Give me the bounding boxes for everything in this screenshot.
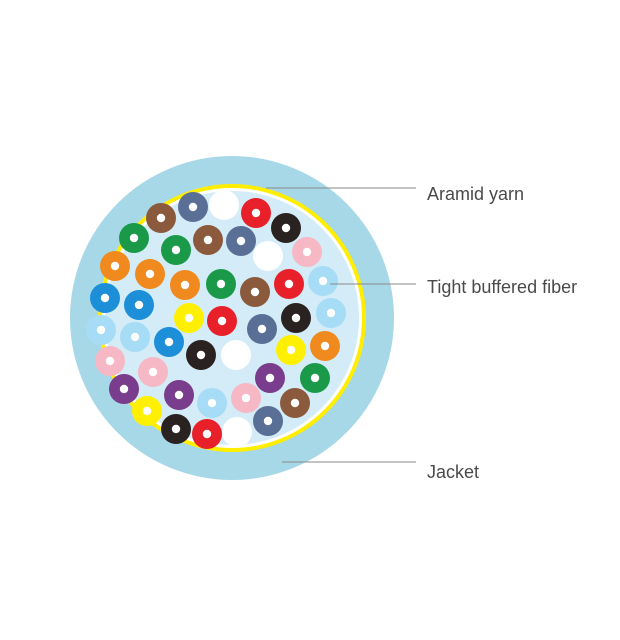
tight-buffered-fiber-red xyxy=(192,419,222,449)
filler-strand xyxy=(221,340,251,370)
fiber-core xyxy=(250,287,260,297)
fiber-core xyxy=(251,208,261,218)
fiber-core xyxy=(196,350,206,360)
fiber-core xyxy=(202,429,212,439)
fiber-core xyxy=(164,337,174,347)
fiber-core xyxy=(291,313,301,323)
tight-buffered-fiber-aqua xyxy=(316,298,346,328)
tight-buffered-fiber-red xyxy=(274,269,304,299)
tight-buffered-fiber-violet xyxy=(255,363,285,393)
tight-buffered-fiber-brown xyxy=(240,277,270,307)
fiber-core xyxy=(184,313,194,323)
fiber-core xyxy=(281,223,291,233)
fiber-core xyxy=(241,393,251,403)
fiber-core xyxy=(148,367,158,377)
fiber-core xyxy=(105,356,115,366)
tight-buffered-fiber-orange xyxy=(170,270,200,300)
fiber-core xyxy=(188,202,198,212)
tight-buffered-fiber-aqua xyxy=(86,315,116,345)
filler-strand xyxy=(253,241,283,271)
fiber-group xyxy=(86,192,346,449)
tight-buffered-fiber-rose xyxy=(292,237,322,267)
fiber-core xyxy=(180,280,190,290)
fiber-core xyxy=(236,236,246,246)
fiber-core xyxy=(171,245,181,255)
fiber-core xyxy=(286,345,296,355)
tight-buffered-fiber-slate xyxy=(253,406,283,436)
fiber-core xyxy=(217,316,227,326)
tight-buffered-fiber-label: Tight buffered fiber xyxy=(427,277,577,297)
tight-buffered-fiber-yellow xyxy=(174,303,204,333)
fiber-core xyxy=(326,308,336,318)
fiber-core xyxy=(265,373,275,383)
tight-buffered-fiber-brown xyxy=(146,203,176,233)
tight-buffered-fiber-black xyxy=(271,213,301,243)
filler-group xyxy=(209,190,283,447)
filler-strand xyxy=(209,190,239,220)
tight-buffered-fiber-black xyxy=(161,414,191,444)
aramid-yarn-label: Aramid yarn xyxy=(427,184,524,204)
fiber-core xyxy=(302,247,312,257)
tight-buffered-fiber-aqua xyxy=(120,322,150,352)
fiber-core xyxy=(142,406,152,416)
fiber-core xyxy=(318,276,328,286)
fiber-core xyxy=(257,324,267,334)
fiber-core xyxy=(174,390,184,400)
fiber-core xyxy=(119,384,129,394)
tight-buffered-fiber-green xyxy=(300,363,330,393)
tight-buffered-fiber-aqua xyxy=(308,266,338,296)
tight-buffered-fiber-orange xyxy=(310,331,340,361)
tight-buffered-fiber-blue xyxy=(90,283,120,313)
tight-buffered-fiber-orange xyxy=(135,259,165,289)
tight-buffered-fiber-black xyxy=(281,303,311,333)
fiber-core xyxy=(290,398,300,408)
fiber-core xyxy=(207,398,217,408)
tight-buffered-fiber-green xyxy=(206,269,236,299)
tight-buffered-fiber-violet xyxy=(164,380,194,410)
tight-buffered-fiber-yellow xyxy=(276,335,306,365)
tight-buffered-fiber-yellow xyxy=(132,396,162,426)
tight-buffered-fiber-green xyxy=(161,235,191,265)
fiber-core xyxy=(156,213,166,223)
tight-buffered-fiber-green xyxy=(119,223,149,253)
fiber-core xyxy=(130,332,140,342)
tight-buffered-fiber-brown xyxy=(280,388,310,418)
tight-buffered-fiber-rose xyxy=(138,357,168,387)
tight-buffered-fiber-red xyxy=(207,306,237,336)
tight-buffered-fiber-blue xyxy=(124,290,154,320)
tight-buffered-fiber-brown xyxy=(193,225,223,255)
jacket-label: Jacket xyxy=(427,462,479,482)
tight-buffered-fiber-slate xyxy=(247,314,277,344)
tight-buffered-fiber-violet xyxy=(109,374,139,404)
fiber-core xyxy=(310,373,320,383)
tight-buffered-fiber-slate xyxy=(226,226,256,256)
fiber-core xyxy=(129,233,139,243)
fiber-core xyxy=(320,341,330,351)
fiber-core xyxy=(171,424,181,434)
tight-buffered-fiber-aqua xyxy=(197,388,227,418)
tight-buffered-fiber-slate xyxy=(178,192,208,222)
fiber-core xyxy=(134,300,144,310)
tight-buffered-fiber-rose xyxy=(231,383,261,413)
fiber-core xyxy=(110,261,120,271)
fiber-core xyxy=(203,235,213,245)
tight-buffered-fiber-black xyxy=(186,340,216,370)
fiber-core xyxy=(216,279,226,289)
fiber-core xyxy=(284,279,294,289)
tight-buffered-fiber-blue xyxy=(154,327,184,357)
tight-buffered-fiber-orange xyxy=(100,251,130,281)
tight-buffered-fiber-rose xyxy=(95,346,125,376)
filler-strand xyxy=(222,417,252,447)
fiber-core xyxy=(100,293,110,303)
tight-buffered-fiber-red xyxy=(241,198,271,228)
fiber-core xyxy=(145,269,155,279)
fiber-core xyxy=(263,416,273,426)
fiber-core xyxy=(96,325,106,335)
